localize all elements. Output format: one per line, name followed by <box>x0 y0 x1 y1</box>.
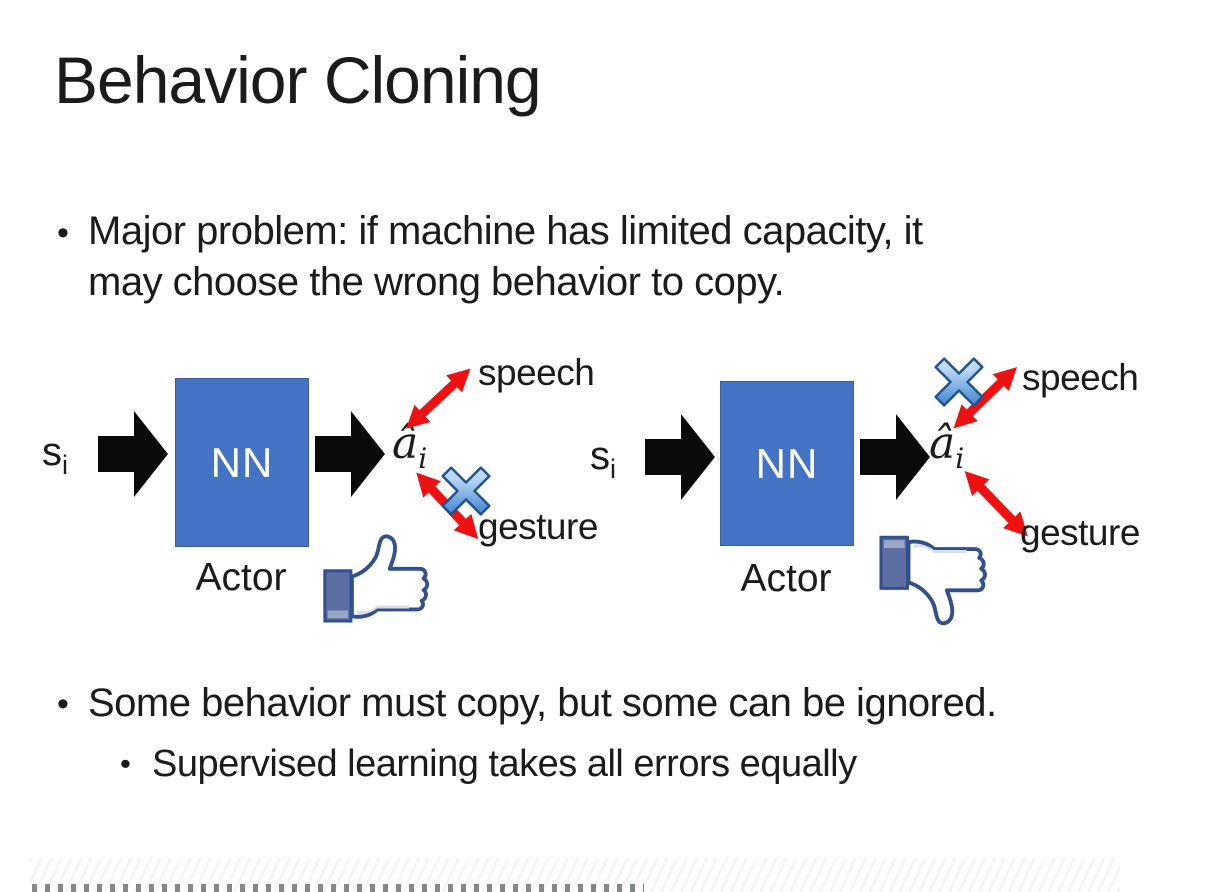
block-arrow-icon <box>315 411 385 502</box>
action-label-right: âi <box>929 418 965 475</box>
nn-box-left: NN <box>175 378 309 547</box>
red-double-arrow-icon <box>950 460 1040 551</box>
bullet-some-behavior: Some behavior must copy, but some can be… <box>88 681 997 725</box>
state-label-right: si <box>590 434 616 484</box>
red-double-arrow-icon <box>397 358 484 442</box>
block-arrow-icon <box>645 414 715 505</box>
cross-x-icon <box>436 461 496 526</box>
bullet-marker: • <box>57 685 69 723</box>
speech-label-left: speech <box>478 352 595 393</box>
thumbs-up-icon <box>320 532 440 629</box>
gesture-label-right: gesture <box>1020 512 1140 553</box>
gesture-label-left: gesture <box>478 506 598 547</box>
cross-x-icon <box>929 352 989 417</box>
cutoff-text-artifact <box>32 884 644 892</box>
actor-label-right: Actor <box>740 557 832 600</box>
state-label-left: si <box>42 430 68 480</box>
red-double-arrow-icon <box>944 357 1030 442</box>
nn-label: NN <box>210 438 274 486</box>
bullet-marker: • <box>120 746 131 781</box>
nn-label: NN <box>755 439 819 487</box>
bullet-marker: • <box>57 214 69 252</box>
page-title: Behavior Cloning <box>54 43 542 117</box>
block-arrow-icon <box>860 414 930 505</box>
bullet-supervised: Supervised learning takes all errors equ… <box>152 743 857 785</box>
thumbs-down-icon <box>878 528 996 629</box>
bullet-major-problem: Major problem: if machine has limited ca… <box>88 209 923 304</box>
nn-box-right: NN <box>720 381 854 546</box>
block-arrow-icon <box>98 411 168 502</box>
action-label-left: âi <box>392 418 428 475</box>
speech-label-right: speech <box>1022 357 1139 398</box>
actor-label-left: Actor <box>195 556 287 599</box>
